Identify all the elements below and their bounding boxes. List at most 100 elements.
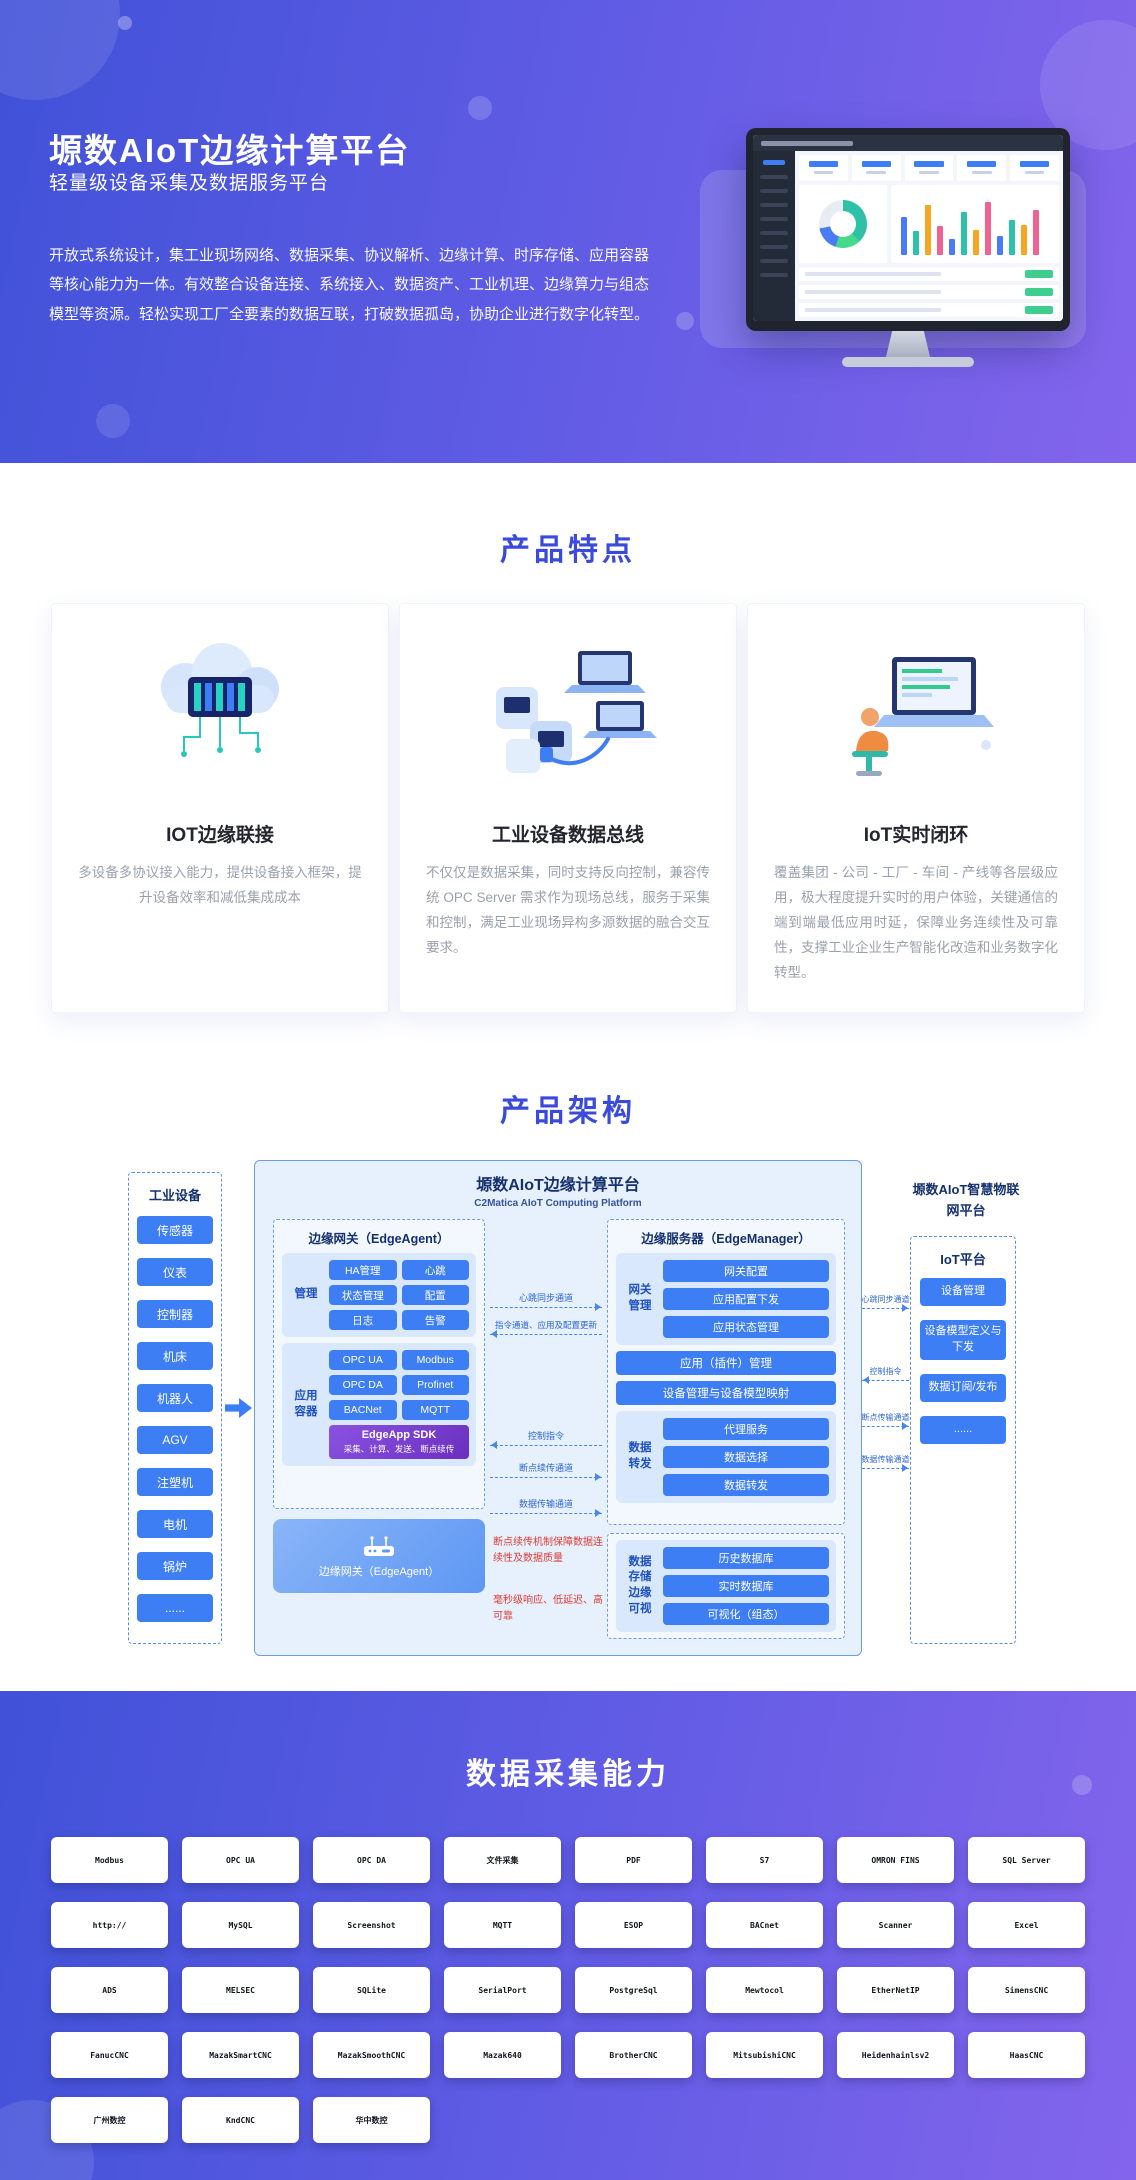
mini-stat-label (1024, 171, 1045, 174)
protocol-module-chip: Modbus (401, 1350, 469, 1370)
edge-agent-panel: 边缘网关（EdgeAgent） 管理 HA管理心跳状态管理配置日志告警 应用容器… (273, 1219, 485, 1509)
protocol-badge: SimensCNC (968, 1967, 1085, 2013)
feature-card-text: 覆盖集团 - 公司 - 工厂 - 车间 - 产线等各层级应用，极大程度提升实时的… (774, 865, 1058, 980)
agent-manage-group: 管理 HA管理心跳状态管理配置日志告警 (282, 1253, 476, 1337)
feature-card-title: IOT边缘联接 (166, 825, 274, 846)
iot-capability-chip: 设备管理 (920, 1278, 1006, 1306)
protocol-module-chip: OPC DA (329, 1375, 397, 1395)
iot-capability-chip: 设备模型定义与下发 (920, 1320, 1006, 1360)
data-forward-chip: 数据选择 (663, 1446, 829, 1468)
platform-subtitle: C2Matica AIoT Computing Platform (474, 1198, 642, 1209)
flow-arrow-icon (225, 1398, 252, 1418)
protocol-badge: MitsubishiCNC (706, 2032, 823, 2078)
mini-stat-value (861, 161, 891, 167)
feature-cards: IOT边缘联接 多设备多协议接入能力，提供设备接入框架，提升设备效率和减低集成成… (0, 603, 1136, 1013)
dashboard-charts (799, 185, 1059, 263)
gateway-manage-group: 网关管理 网关配置应用配置下发应用状态管理 (616, 1253, 836, 1345)
monitor-base (842, 357, 974, 367)
latency-note: 毫秒级响应、低延迟、高可靠 (493, 1595, 603, 1622)
edge-storage-panel: 数据存储边缘可视 历史数据库实时数据库可视化（组态） (607, 1533, 845, 1639)
manage-chip: 告警 (401, 1310, 469, 1330)
channel-data: 数据传输通道 (487, 1497, 605, 1517)
dashboard-bar-chart (891, 185, 1059, 263)
decorative-circle (0, 0, 120, 100)
protocol-module-chip: Profinet (401, 1375, 469, 1395)
dashed-arrow-icon (490, 1302, 602, 1311)
device-chip: 电机 (137, 1510, 213, 1538)
device-chip: 机床 (137, 1342, 213, 1370)
device-chip: 机器人 (137, 1384, 213, 1412)
data-forward-chip: 数据转发 (663, 1474, 829, 1496)
gateway-manage-items: 网关配置应用配置下发应用状态管理 (663, 1260, 829, 1338)
data-storage-chip: 可视化（组态） (663, 1603, 829, 1625)
protocol-badge: Excel (968, 1902, 1085, 1948)
dashboard-titlebar (753, 135, 1063, 151)
data-storage-label: 数据存储边缘可视 (628, 1555, 652, 1615)
mini-status-chip (1025, 306, 1053, 314)
protocol-badge: MySQL (182, 1902, 299, 1948)
decorative-circle (468, 96, 492, 120)
mini-menu-line (760, 245, 788, 249)
protocol-badge: 广州数控 (51, 2097, 168, 2143)
mini-menu-line (760, 189, 788, 193)
page-title: 塬数AIoT边缘计算平台 (49, 132, 411, 170)
protocol-badge: MQTT (444, 1902, 561, 1948)
dashed-arrow-icon (862, 1303, 909, 1312)
mini-stat-card (851, 155, 901, 181)
resume-note: 断点续传机制保障数据连续性及数据质量 (493, 1537, 603, 1564)
collection-heading: 数据采集能力 (466, 1758, 670, 1791)
protocol-badge: 华中数控 (313, 2097, 430, 2143)
cloud-circuit-icon (161, 643, 279, 757)
mini-status-chip (1025, 270, 1053, 278)
mini-stat-value (967, 161, 997, 167)
mini-menu-line (760, 175, 788, 179)
protocol-badge: MELSEC (182, 1967, 299, 2013)
protocol-badge: Mewtocol (706, 1967, 823, 2013)
data-storage-items: 历史数据库实时数据库可视化（组态） (663, 1547, 829, 1625)
dashed-arrow-icon (490, 1329, 602, 1338)
app-manage-chip: 设备管理与设备模型映射 (616, 1381, 836, 1405)
mini-text-line (805, 290, 942, 294)
device-chip: 注塑机 (137, 1468, 213, 1496)
mini-table-row (799, 285, 1059, 299)
protocol-badge: SQL Server (968, 1837, 1085, 1883)
mini-stat-value (914, 161, 944, 167)
device-chip: ...... (137, 1594, 213, 1622)
feature-card-edge-link: IOT边缘联接 多设备多协议接入能力，提供设备接入框架，提升设备效率和减低集成成… (51, 603, 389, 1013)
mini-stat-value (808, 161, 839, 167)
features-heading: 产品特点 (500, 534, 636, 567)
app-manage-chip: 应用（插件）管理 (616, 1351, 836, 1375)
mini-menu-line (760, 273, 788, 277)
iot-capability-chip: 数据订阅/发布 (920, 1373, 1006, 1402)
protocol-badge: PostgreSql (575, 1967, 692, 2013)
feature-card-realtime-loop: IoT实时闭环 覆盖集团 - 公司 - 工厂 - 车间 - 产线等各层级应用，极… (747, 603, 1085, 1013)
iot-platform-title: IoT平台 (940, 1252, 986, 1267)
dashed-arrow-icon (862, 1421, 909, 1430)
protocol-badge: EtherNetIP (837, 1967, 954, 2013)
mini-stat-label (919, 171, 939, 174)
protocol-badge: MazakSmartCNC (182, 2032, 299, 2078)
edge-gateway-chip: 边缘网关（EdgeAgent） (273, 1519, 485, 1593)
device-chip: 传感器 (137, 1216, 213, 1244)
mini-bar (949, 238, 955, 255)
protocol-badge: Heidenhainlsv2 (837, 2032, 954, 2078)
mini-text-line (805, 272, 942, 276)
mini-bar (925, 205, 931, 255)
iot-platform-items: 设备管理设备模型定义与下发数据订阅/发布...... (911, 1278, 1015, 1444)
mini-menu-line (760, 203, 788, 207)
decorative-circle (1072, 1775, 1092, 1795)
mini-table-row (799, 267, 1059, 281)
dashboard-body (753, 151, 1063, 321)
person-laptop-icon (852, 657, 994, 776)
protocol-badge: BrotherCNC (575, 2032, 692, 2078)
mini-stat-label (972, 171, 992, 174)
industrial-devices-title: 工业设备 (148, 1188, 201, 1203)
product-monitor (746, 128, 1070, 367)
mini-bar (997, 236, 1003, 255)
manage-chip: 心跳 (401, 1260, 469, 1280)
platform-title: 塬数AIoT边缘计算平台 (476, 1177, 640, 1194)
